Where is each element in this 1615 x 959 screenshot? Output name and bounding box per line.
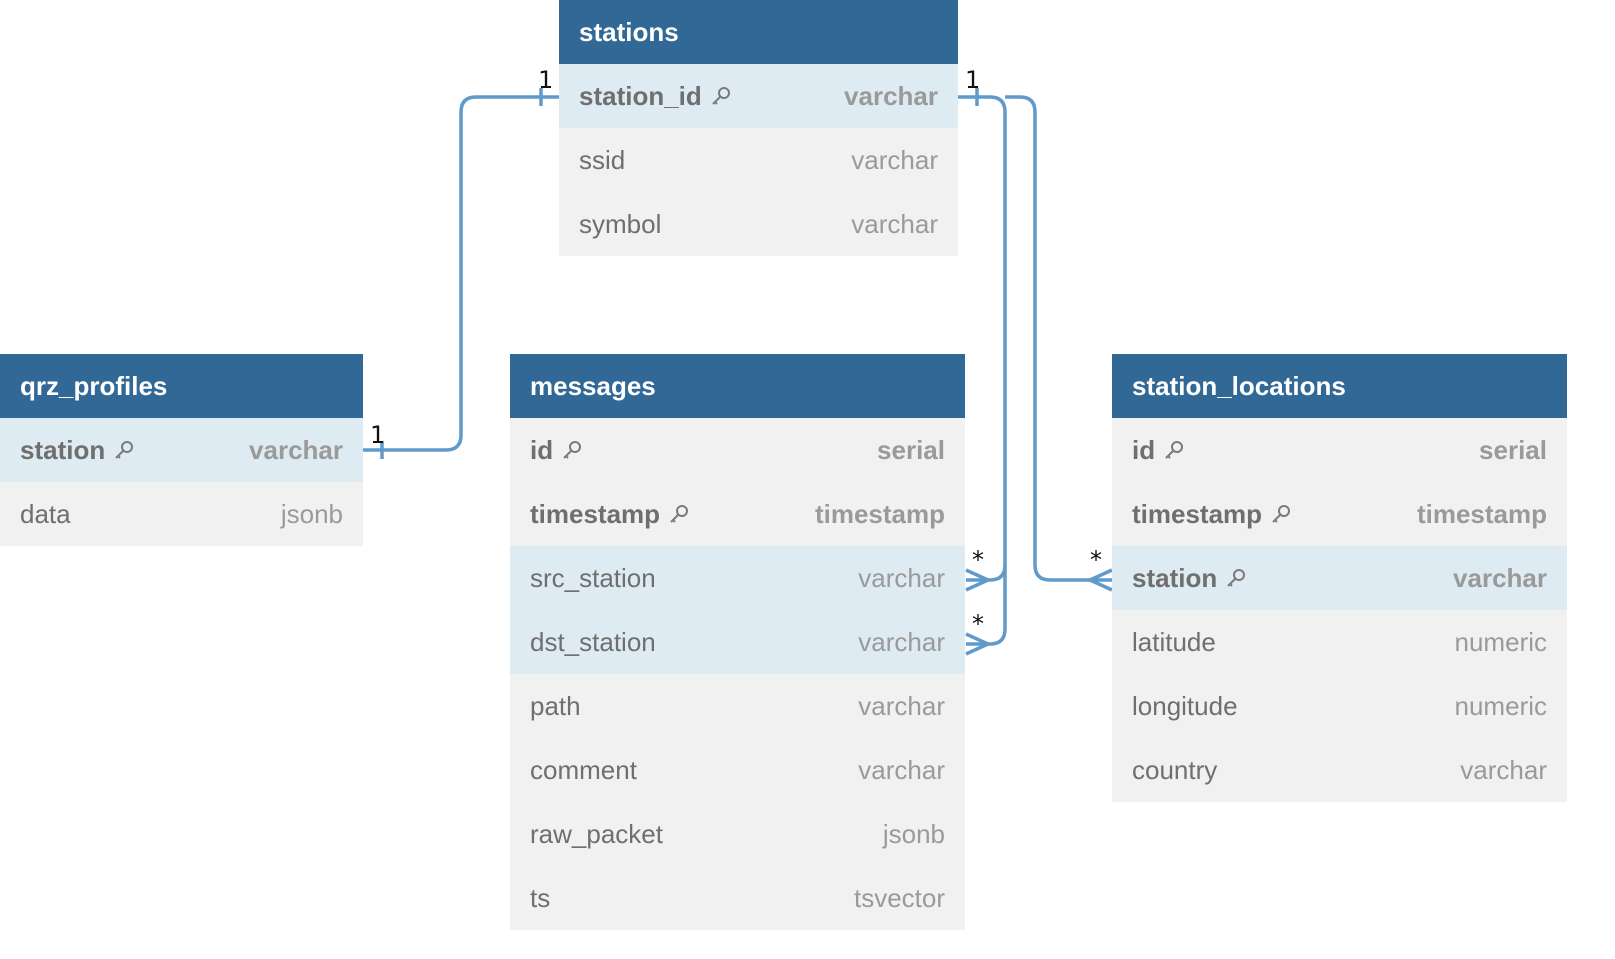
key-icon (670, 505, 689, 523)
field-type: numeric (1454, 626, 1547, 657)
field-row[interactable]: ssid varchar (559, 128, 958, 192)
field-row[interactable]: dst_station varchar (510, 610, 965, 674)
field-name: symbol (579, 208, 662, 239)
field-row[interactable]: timestamp timestamp (510, 482, 965, 546)
card-locations: * (1090, 546, 1102, 574)
field-row[interactable]: data jsonb (0, 482, 363, 546)
field-type: varchar (1453, 562, 1547, 593)
field-type: numeric (1454, 690, 1547, 721)
key-icon (563, 441, 582, 459)
field-name: timestamp (1132, 498, 1263, 529)
table-messages[interactable]: messages id serial timestamp timestamp s… (510, 354, 965, 930)
card-stations-left: 1 (538, 66, 553, 94)
field-name: ssid (579, 144, 626, 175)
table-stations[interactable]: stations station_id varchar ssid varchar… (559, 0, 958, 256)
field-type: serial (877, 434, 945, 465)
field-type: varchar (858, 754, 945, 785)
field-name: timestamp (530, 498, 661, 529)
edge-stations-qrz (363, 95, 559, 452)
field-name: station (20, 434, 106, 465)
field-name: station_id (579, 80, 702, 111)
field-name: raw_packet (530, 818, 663, 849)
edge-stations-locations (1005, 95, 1112, 582)
card-dst: * (972, 610, 984, 638)
field-row[interactable]: latitude numeric (1112, 610, 1567, 674)
field-name: station (1132, 562, 1218, 593)
field-row[interactable]: comment varchar (510, 738, 965, 802)
field-name: longitude (1132, 690, 1238, 721)
card-src: * (972, 546, 984, 574)
field-type: varchar (249, 434, 343, 465)
card-qrz: 1 (370, 421, 385, 449)
field-row[interactable]: symbol varchar (559, 192, 958, 256)
field-type: jsonb (280, 498, 343, 529)
field-name: src_station (530, 562, 656, 593)
field-name: ts (530, 882, 551, 913)
field-row[interactable]: id serial (510, 418, 965, 482)
field-type: tsvector (853, 882, 945, 913)
field-type: timestamp (814, 498, 945, 529)
field-type: timestamp (1416, 498, 1547, 529)
key-icon (1165, 441, 1184, 459)
key-icon (712, 87, 730, 105)
field-type: varchar (858, 690, 945, 721)
key-icon (115, 441, 134, 459)
table-station-locations[interactable]: station_locations id serial timestamp ti… (1112, 354, 1567, 802)
field-type: jsonb (882, 818, 945, 849)
key-icon (1227, 569, 1246, 587)
field-row[interactable]: ts tsvector (510, 866, 965, 930)
key-icon (1272, 505, 1291, 523)
table-header[interactable]: qrz_profiles (0, 354, 363, 418)
field-row[interactable]: src_station varchar (510, 546, 965, 610)
field-row[interactable]: station varchar (0, 418, 363, 482)
field-row[interactable]: timestamp timestamp (1112, 482, 1567, 546)
field-row[interactable]: path varchar (510, 674, 965, 738)
field-name: dst_station (530, 626, 656, 657)
field-row[interactable]: longitude numeric (1112, 674, 1567, 738)
crowfoot-src (965, 568, 993, 592)
crowfoot-dst (965, 632, 993, 656)
field-name: data (20, 498, 71, 529)
field-row[interactable]: raw_packet jsonb (510, 802, 965, 866)
field-type: varchar (858, 626, 945, 657)
field-type: serial (1479, 434, 1547, 465)
field-name: country (1132, 754, 1218, 785)
field-name: comment (530, 754, 637, 785)
field-type: varchar (851, 208, 938, 239)
table-header[interactable]: station_locations (1112, 354, 1567, 418)
field-type: varchar (844, 80, 938, 111)
crowfoot-locations (1085, 568, 1113, 592)
table-qrz-profiles[interactable]: qrz_profiles station varchar data jsonb (0, 354, 363, 546)
field-row[interactable]: country varchar (1112, 738, 1567, 802)
field-name: id (1132, 434, 1156, 465)
field-type: varchar (1460, 754, 1547, 785)
field-name: path (530, 690, 581, 721)
field-row[interactable]: station_id varchar (559, 64, 958, 128)
field-name: id (530, 434, 554, 465)
field-type: varchar (858, 562, 945, 593)
table-header[interactable]: stations (559, 0, 958, 64)
field-name: latitude (1132, 626, 1216, 657)
field-row[interactable]: id serial (1112, 418, 1567, 482)
card-stations-right: 1 (965, 66, 980, 94)
edge-stations-src (958, 95, 1007, 582)
table-header[interactable]: messages (510, 354, 965, 418)
field-row[interactable]: station varchar (1112, 546, 1567, 610)
field-type: varchar (851, 144, 938, 175)
